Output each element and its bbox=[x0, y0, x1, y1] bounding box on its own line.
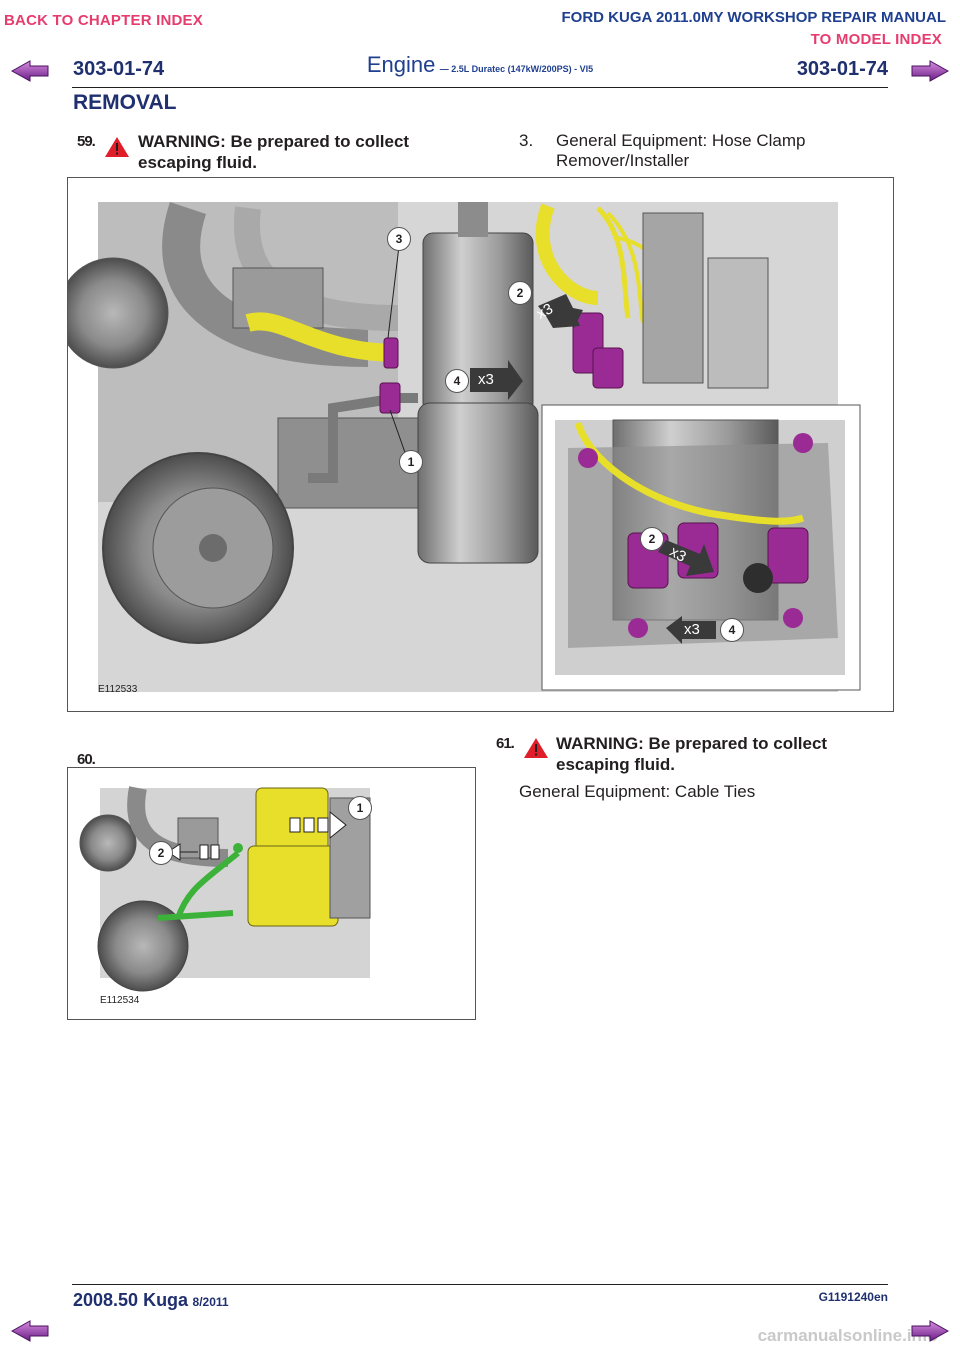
figure-2-id: E112534 bbox=[100, 995, 140, 1006]
multiplier-mid: x3 bbox=[478, 371, 494, 388]
figure-e112533: 3 2 4 1 2 4 x3 x3 x3 x3 E112533 bbox=[67, 177, 894, 712]
step-59-equip-number: 3. bbox=[519, 131, 534, 150]
step-59-warning: WARNING: Be prepared to collect escaping… bbox=[138, 132, 410, 172]
callout-3: 3 bbox=[387, 227, 411, 251]
x3-arrow-inset-bottom bbox=[666, 616, 716, 644]
previous-page-arrow-icon[interactable] bbox=[10, 60, 50, 82]
to-model-index-link[interactable]: TO MODEL INDEX bbox=[810, 31, 942, 48]
inset-callout-4: 4 bbox=[720, 618, 744, 642]
next-page-arrow-icon[interactable] bbox=[910, 60, 950, 82]
step-61-warning: WARNING: Be prepared to collect escaping… bbox=[556, 734, 828, 774]
step-61-number: 61. bbox=[496, 735, 515, 752]
page-title: Engine — 2.5L Duratec (147kW/200PS) - VI… bbox=[0, 52, 960, 78]
page-subtitle: — 2.5L Duratec (147kW/200PS) - VI5 bbox=[439, 64, 594, 74]
step-60-number: 60. bbox=[77, 751, 96, 768]
callout-4: 4 bbox=[445, 369, 469, 393]
header-rule bbox=[72, 87, 888, 88]
step-59-number: 59. bbox=[77, 133, 96, 150]
manual-title: FORD KUGA 2011.0MY WORKSHOP REPAIR MANUA… bbox=[561, 9, 947, 26]
next-page-arrow-bottom-icon[interactable] bbox=[910, 1320, 950, 1342]
multiplier-inset-bottom: x3 bbox=[684, 621, 700, 638]
step-61-equip-text: General Equipment: Cable Ties bbox=[519, 782, 756, 801]
removal-arrow-1 bbox=[289, 810, 347, 840]
figure-1-id: E112533 bbox=[98, 684, 138, 695]
footer-code: G1191240en bbox=[818, 1290, 888, 1304]
figure-e112534: 1 2 E112534 bbox=[67, 767, 476, 1020]
x3-arrow-top bbox=[538, 294, 583, 330]
page-number-right: 303-01-74 bbox=[796, 58, 888, 80]
back-to-chapter-index-link[interactable]: BACK TO CHAPTER INDEX bbox=[4, 12, 203, 29]
footer-rule bbox=[72, 1284, 888, 1285]
figure-1-illustration bbox=[68, 202, 861, 692]
page-number-left: 303-01-74 bbox=[73, 58, 165, 80]
figure-2-illustration bbox=[79, 786, 371, 992]
warning-triangle-icon bbox=[524, 738, 548, 758]
section-heading: REMOVAL bbox=[73, 91, 177, 114]
callout-2: 2 bbox=[508, 281, 532, 305]
x3-arrow-inset-top bbox=[658, 540, 714, 576]
previous-page-arrow-bottom-icon[interactable] bbox=[10, 1320, 50, 1342]
warning-triangle-icon bbox=[105, 137, 129, 157]
inset-callout-2: 2 bbox=[640, 527, 664, 551]
footer-model-block: 2008.50 Kuga 8/2011 bbox=[73, 1290, 229, 1311]
x3-arrow-mid bbox=[470, 360, 523, 400]
fig2-callout-1: 1 bbox=[348, 796, 372, 820]
page-title-text: Engine bbox=[366, 52, 436, 77]
callout-1: 1 bbox=[399, 450, 423, 474]
step-59-equip-text: General Equipment: Hose Clamp Remover/In… bbox=[556, 131, 806, 170]
footer-model: 2008.50 Kuga bbox=[73, 1290, 189, 1310]
footer-date: 8/2011 bbox=[192, 1295, 229, 1309]
fig2-callout-2: 2 bbox=[149, 841, 173, 865]
watermark: carmanualsonline.info bbox=[757, 1326, 938, 1345]
